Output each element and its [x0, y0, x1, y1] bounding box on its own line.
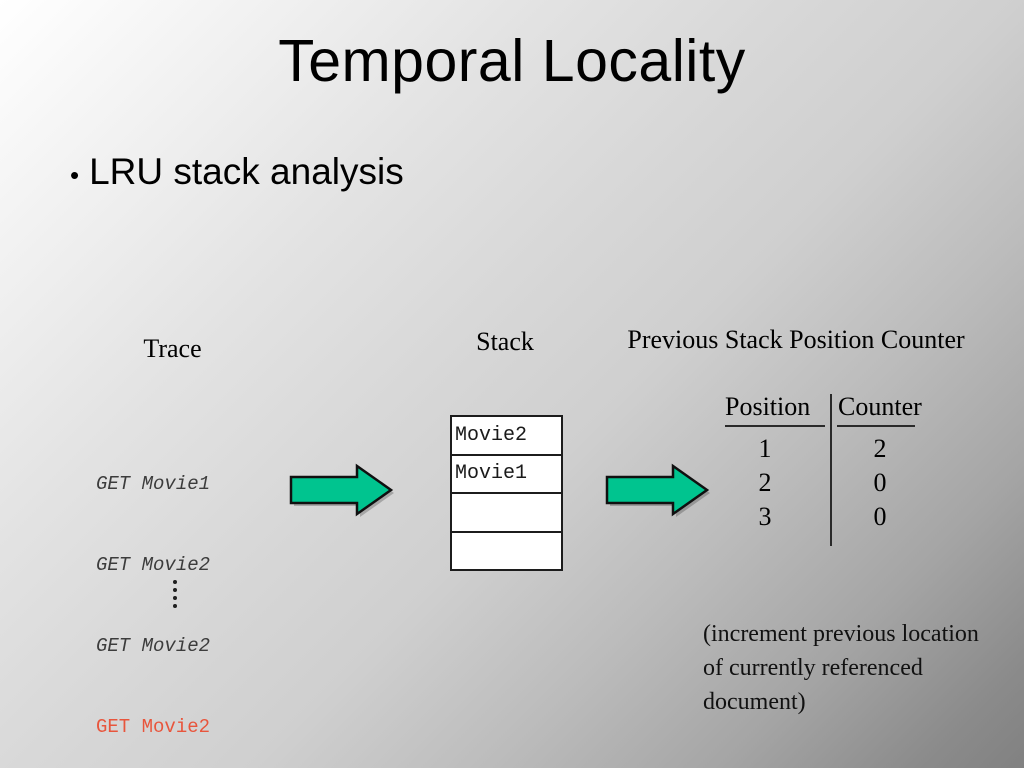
trace-line-highlighted: GET Movie2: [96, 716, 211, 738]
trace-line: GET Movie2: [96, 554, 211, 576]
stack-column-label: Stack: [476, 327, 534, 356]
trace-list: GET Movie1 GET Movie2 GET Movie2 GET Mov…: [96, 417, 210, 768]
table-body: 1 2 2 0 3 0: [714, 432, 944, 534]
explanatory-note: (increment previous location of currentl…: [703, 621, 979, 715]
bullet-item: • LRU stack analysis: [70, 151, 404, 193]
column-divider: [830, 394, 832, 546]
stack-box: Movie2 Movie1: [450, 415, 563, 571]
cell-counter: 0: [873, 502, 887, 531]
ellipsis-dot: [173, 580, 177, 584]
ellipsis-dot: [173, 604, 177, 608]
trace-line: GET Movie1: [96, 473, 211, 495]
arrow-right-icon-stack-to-counter: [605, 463, 710, 517]
header-rule-left: [725, 425, 825, 427]
stack-cell: Movie1: [452, 456, 561, 494]
ellipsis-dot: [173, 588, 177, 592]
cell-position: 3: [758, 502, 772, 531]
header-rule-right: [837, 425, 915, 427]
table-header-position: Position: [725, 392, 811, 421]
bullet-marker-icon: •: [70, 160, 80, 190]
cell-counter: 2: [873, 434, 887, 463]
stack-cell-empty: [452, 533, 561, 570]
stack-cell: Movie2: [452, 417, 561, 456]
ellipsis-dot: [173, 596, 177, 600]
page-title: Temporal Locality: [278, 28, 746, 94]
table-header-counter: Counter: [838, 392, 922, 421]
cell-counter: 0: [873, 468, 887, 497]
arrow-right-icon-trace-to-stack: [289, 463, 394, 517]
trace-column-label: Trace: [143, 334, 202, 363]
cell-position: 1: [758, 434, 772, 463]
trace-line: GET Movie2: [96, 635, 211, 657]
stack-cell-empty: [452, 494, 561, 533]
previous-stack-position-counter-label: Previous Stack Position Counter: [627, 325, 965, 354]
cell-position: 2: [758, 468, 772, 497]
table-row: 1 2: [714, 432, 944, 466]
bullet-item-label: LRU stack analysis: [89, 151, 404, 192]
vertical-ellipsis-icon: [168, 580, 182, 608]
table-row: 3 0: [714, 500, 944, 534]
table-row: 2 0: [714, 466, 944, 500]
counter-table: Position Counter 1 2 2 0 3 0: [714, 392, 944, 550]
